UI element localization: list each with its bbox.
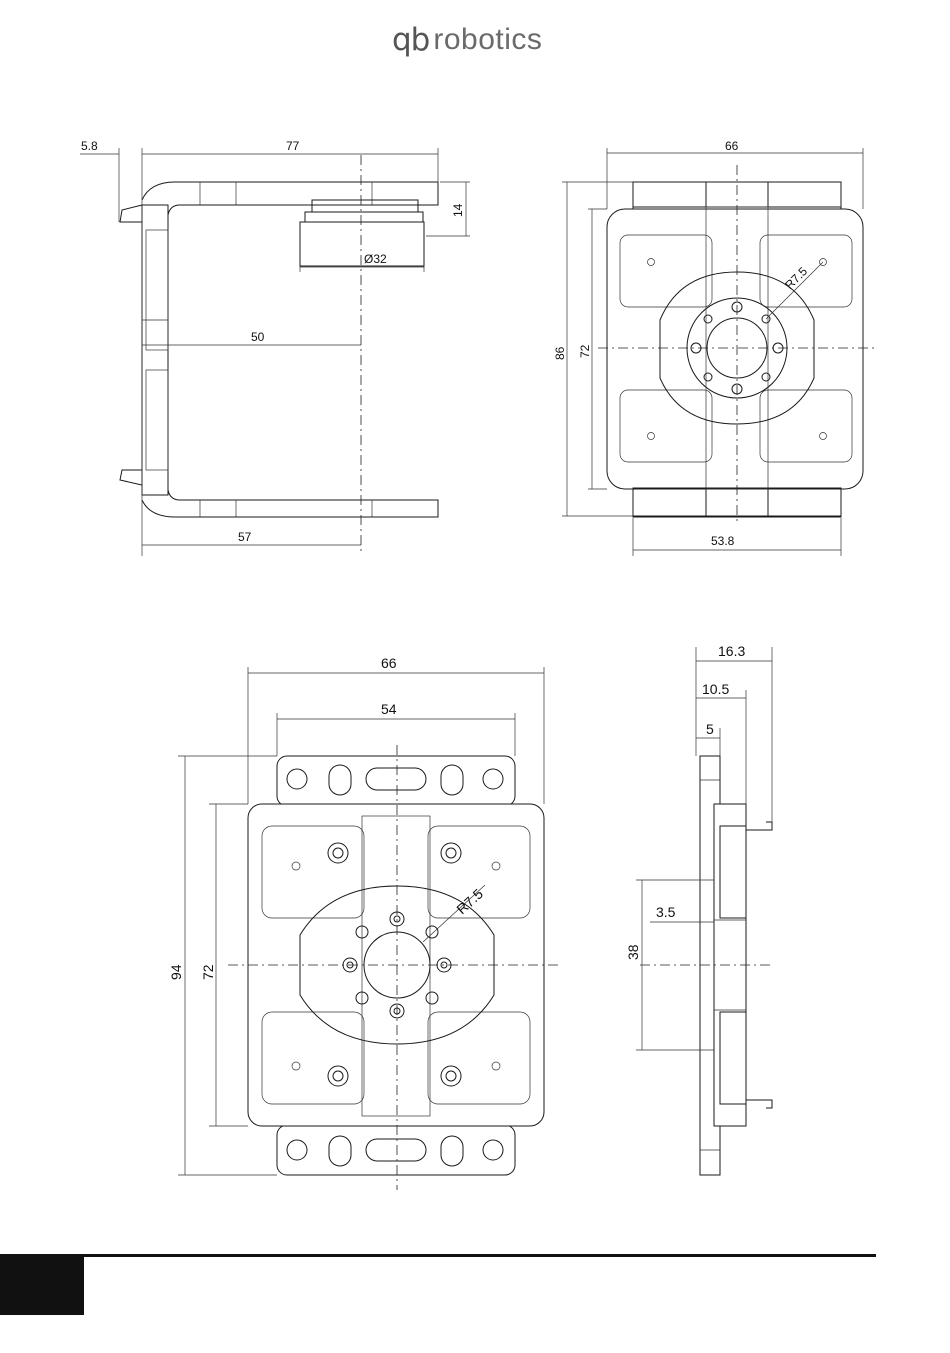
dim-diameter: Ø32: [364, 252, 387, 266]
dim-inner-height: 72: [578, 344, 592, 358]
dim-inner-width: 54: [381, 701, 397, 717]
dim-width: 66: [381, 655, 397, 671]
dim-bottom-width: 53.8: [711, 534, 735, 548]
dim-d2: 10.5: [702, 681, 729, 697]
dim-d5: 38: [625, 944, 641, 960]
side-view: 5.8 77 14 Ø32 50 57: [80, 139, 470, 556]
dim-d4: 3.5: [656, 904, 676, 920]
top-view: R7.5 66 53.8 86 72: [553, 139, 875, 556]
page-number-block: [0, 1257, 84, 1315]
dim-mid: 50: [251, 330, 265, 344]
dim-length: 77: [286, 139, 300, 153]
dim-height: 14: [451, 203, 465, 217]
dim-d1: 16.3: [718, 643, 745, 659]
front-view: R7.5 66 54 94 72: [168, 655, 560, 1190]
profile-view: 16.3 10.5 5 3.5 38: [625, 643, 772, 1175]
dim-d3: 5: [706, 721, 714, 737]
dim-outer-height: 86: [553, 346, 567, 360]
dim-inner-height: 72: [200, 964, 216, 980]
dim-outer-height: 94: [168, 964, 184, 980]
dim-offset: 5.8: [81, 139, 98, 153]
footer-rule: [0, 1254, 876, 1257]
dim-width: 66: [725, 139, 739, 153]
dim-base: 57: [238, 530, 252, 544]
